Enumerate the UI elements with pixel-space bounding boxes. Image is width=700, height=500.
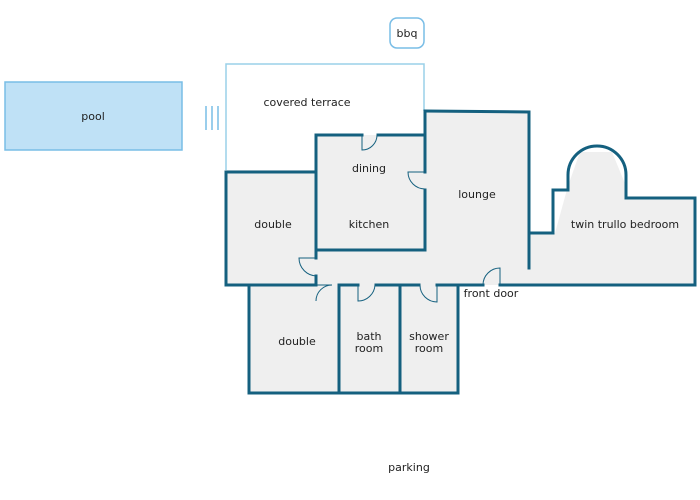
lounge-door [407, 171, 426, 190]
shower-room-label-line2: room [415, 342, 443, 355]
bbq-area [389, 17, 425, 49]
covered-terrace-label: covered terrace [263, 96, 350, 109]
lounge-and-trullo-room [425, 111, 695, 285]
double-lower-door [315, 284, 333, 302]
shower-room-door [419, 284, 438, 303]
dining-kitchen-room [316, 135, 425, 250]
dining-door [361, 134, 378, 151]
pool-label: pool [81, 110, 105, 123]
kitchen-label: kitchen [349, 218, 390, 231]
walls [224, 109, 697, 395]
shower-room [400, 285, 458, 393]
bath-room-door [357, 284, 376, 302]
dining-label: dining [352, 162, 386, 175]
bath-room-label-line1: bath [356, 330, 381, 343]
double-upper-label: double [254, 218, 292, 231]
shower-room-label-line1: shower [409, 330, 449, 343]
room-fills [226, 111, 695, 393]
hallway [316, 250, 425, 285]
double-lower-label: double [278, 335, 316, 348]
covered-terrace-outline [225, 63, 425, 170]
door-swings [298, 134, 501, 303]
parking-label: parking [388, 461, 430, 474]
front-door-label: front door [464, 287, 519, 300]
bath-room [339, 285, 400, 393]
bath-room-label-line2: room [355, 342, 383, 355]
bbq-label: bbq [397, 27, 418, 40]
double-upper-door [298, 257, 318, 277]
twin-trullo-bedroom-label: twin trullo bedroom [571, 218, 679, 231]
front-door-swing [482, 267, 501, 286]
double-lower-room [249, 285, 339, 393]
pool-steps [205, 106, 219, 130]
pool [4, 81, 183, 151]
lounge-label: lounge [458, 188, 496, 201]
